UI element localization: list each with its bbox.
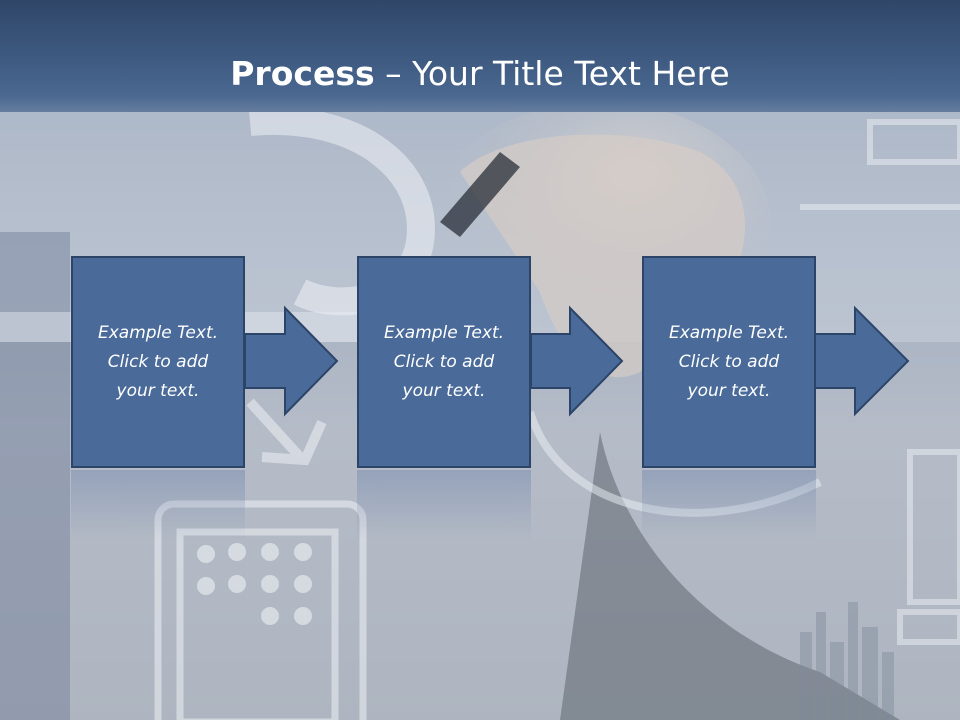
chalk-shape [249,112,435,316]
step-text-line: Click to add [678,351,780,372]
step-arrow-shape [71,256,245,468]
chalk-arrow [246,398,327,466]
step-text[interactable]: Example Text. Click to add your text. [357,256,531,468]
process-step-2[interactable]: Example Text. Click to add your text. [357,256,705,468]
chalk-curve [526,410,822,517]
title-bar [0,0,960,112]
step-text-line: Example Text. [383,322,505,343]
step-text-line: your text. [687,380,771,401]
step-text-line: Example Text. [668,322,790,343]
step-reflection [642,470,816,540]
arrow-right-icon [244,305,339,417]
step-text-line: your text. [116,380,200,401]
step-text[interactable]: Example Text. Click to add your text. [642,256,816,468]
chalk-right-icons [800,119,960,645]
step-arrow-shape [357,256,531,468]
step-text-line: your text. [402,380,486,401]
process-step-3[interactable]: Example Text. Click to add your text. [642,256,960,468]
slide-title-bold: Process [230,54,375,93]
step-reflection [357,470,531,540]
step-text[interactable]: Example Text. Click to add your text. [71,256,245,468]
step-text-line: Click to add [393,351,495,372]
step-arrow-shape [642,256,816,468]
step-text-line: Click to add [107,351,209,372]
chalk-phone-sketch [154,500,367,720]
slide-title[interactable]: Process – Your Title Text Here [0,52,960,96]
city-silhouette [800,602,894,720]
step-reflection [71,470,245,540]
step-text-line: Example Text. [97,322,219,343]
slide-title-rest: – Your Title Text Here [374,54,730,93]
process-step-1[interactable]: Example Text. Click to add your text. [71,256,419,468]
arrow-right-icon [530,305,624,417]
arrow-right-icon [814,305,910,417]
